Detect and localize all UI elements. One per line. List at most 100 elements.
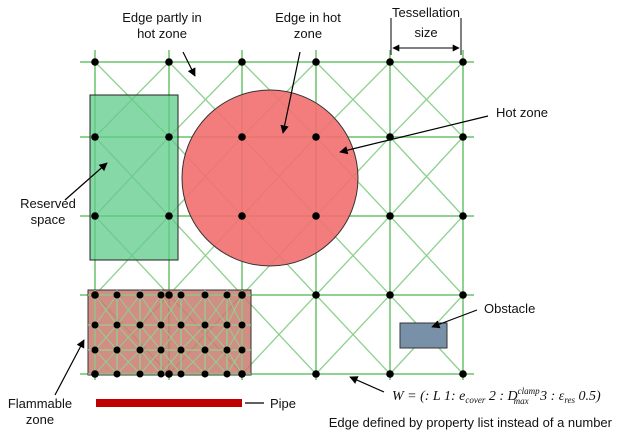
edge-partly-arrow — [182, 51, 196, 77]
grid-node — [223, 291, 231, 299]
reserved-space-label-line1: Reserved — [20, 196, 76, 211]
fine-edge-diagonal — [204, 349, 228, 375]
fine-edge-diagonal — [180, 294, 206, 326]
edge-partly-label-line1: Edge partly in — [122, 10, 202, 25]
fine-edge-diagonal — [139, 349, 162, 375]
grid-node — [157, 346, 165, 354]
grid-edge-diagonal — [389, 136, 464, 217]
grid-node — [238, 291, 246, 299]
hot-zone-arrow — [339, 115, 489, 155]
hot-zone-circle — [181, 89, 359, 267]
reserved-space-label-line2: space — [31, 212, 66, 227]
grid-node — [113, 346, 121, 354]
grid-node — [177, 346, 185, 354]
fine-edge-diagonal — [160, 324, 182, 351]
grid-node — [386, 58, 394, 66]
grid-node — [238, 321, 246, 329]
grid-node — [459, 58, 467, 66]
grid-node — [113, 291, 121, 299]
grid-node — [238, 212, 246, 220]
grid-nodes — [91, 58, 467, 378]
edge-hot-arrow — [280, 51, 301, 134]
pipe-bar — [96, 399, 242, 407]
fine-edge-diagonal — [180, 349, 206, 375]
edge-hot-label-line2: zone — [294, 26, 322, 41]
grid-edge-diagonal — [389, 61, 464, 138]
grid-node — [238, 370, 246, 378]
pipe-label: Pipe — [270, 396, 296, 411]
grid-node — [136, 291, 144, 299]
obstacle-label: Obstacle — [484, 301, 535, 316]
edge-hot-label-line1: Edge in hot — [275, 10, 341, 25]
fine-edge-diagonal — [139, 294, 162, 326]
fine-edge-diagonal — [226, 349, 243, 375]
fine-edge-diagonal — [116, 349, 141, 375]
grid-node — [223, 346, 231, 354]
fine-edge-diagonal — [226, 324, 243, 351]
grid-node — [459, 133, 467, 141]
grid-node — [91, 321, 99, 329]
grid-node — [91, 58, 99, 66]
tessellation-label-line1: Tessellation — [392, 5, 460, 20]
grid-node — [165, 212, 173, 220]
grid-node — [312, 133, 320, 141]
grid-node — [91, 133, 99, 141]
grid-node — [201, 321, 209, 329]
grid-node — [113, 370, 121, 378]
grid-node — [91, 291, 99, 299]
obstacle-arrow — [431, 309, 478, 329]
fine-edge-diagonal — [116, 324, 141, 351]
grid-node — [312, 58, 320, 66]
fine-edge-diagonal — [204, 294, 228, 326]
grid-node — [177, 291, 185, 299]
grid-node — [136, 370, 144, 378]
grid-node — [238, 133, 246, 141]
grid-node — [165, 291, 173, 299]
grid-node — [223, 370, 231, 378]
grid-edge-diagonal — [241, 294, 317, 375]
grid-node — [136, 346, 144, 354]
flammable-arrow — [54, 339, 85, 396]
fine-edge-diagonal — [94, 324, 118, 351]
grid-node — [157, 370, 165, 378]
grid-node — [459, 370, 467, 378]
reserved-space-area — [89, 94, 179, 261]
fine-edge-diagonal — [180, 324, 206, 351]
fine-edge-diagonal — [139, 324, 162, 351]
grid-node — [312, 212, 320, 220]
fine-edge-diagonal — [160, 294, 182, 326]
grid-edge-diagonal — [389, 215, 464, 296]
edge-defined-arrow — [349, 376, 385, 393]
obstacle-box — [399, 322, 448, 349]
reserved-arrow — [64, 162, 108, 201]
grid-node — [113, 321, 121, 329]
grid-node — [386, 212, 394, 220]
fine-edge-diagonal — [204, 324, 228, 351]
grid-node — [165, 133, 173, 141]
grid-node — [177, 370, 185, 378]
grid-node — [177, 321, 185, 329]
grid-edge-diagonal — [168, 61, 243, 138]
grid-node — [91, 346, 99, 354]
grid-node — [201, 291, 209, 299]
grid-node — [386, 370, 394, 378]
grid-node — [238, 346, 246, 354]
grid-node — [223, 321, 231, 329]
flammable-label-line2: zone — [26, 412, 54, 427]
edge-partly-label-line2: hot zone — [137, 26, 187, 41]
grid-edge-diagonal — [315, 294, 391, 375]
grid-node — [157, 321, 165, 329]
grid-node — [165, 58, 173, 66]
grid-node — [201, 346, 209, 354]
hot-zone-label: Hot zone — [496, 105, 548, 120]
grid-node — [238, 58, 246, 66]
grid-node — [136, 321, 144, 329]
fine-edge-diagonal — [94, 294, 118, 326]
fine-edge-diagonal — [116, 294, 141, 326]
grid-edge-diagonal — [315, 215, 391, 296]
grid-node — [91, 370, 99, 378]
fine-edge-diagonal — [94, 349, 118, 375]
grid-node — [459, 291, 467, 299]
